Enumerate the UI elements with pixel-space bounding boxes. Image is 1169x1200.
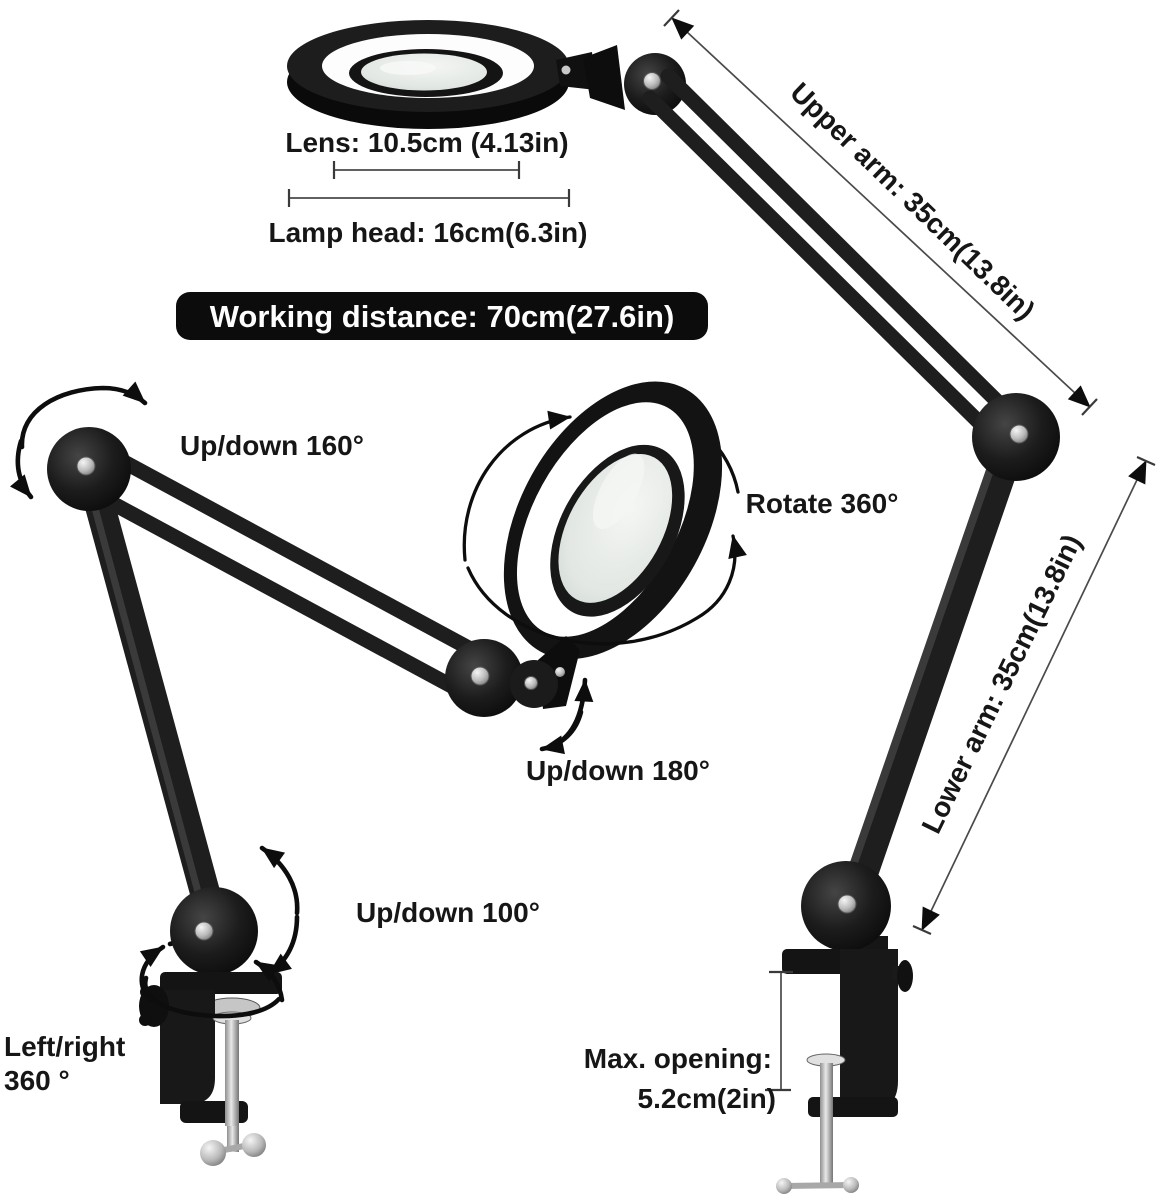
upper-arm-dimension-line <box>671 17 1091 408</box>
upper-arm-dimension: Upper arm: 35cm(13.8in) <box>663 9 1098 416</box>
lamp-head-dimension-label: Lamp head: 16cm(6.3in) <box>269 217 588 248</box>
upper-arm-dimension-label: Upper arm: 35cm(13.8in) <box>784 77 1041 326</box>
lower-arm-dimension: Lower arm: 35cm(13.8in) <box>912 455 1156 936</box>
max-opening-label-line1: Max. opening: <box>584 1043 772 1074</box>
updown-100-arrow-up <box>259 845 300 916</box>
right-screw-handle <box>783 1182 853 1189</box>
left-handle-ball-2 <box>242 1133 266 1157</box>
updown-160-label: Up/down 160° <box>180 430 364 461</box>
right-knob <box>897 960 913 992</box>
rotate-360-annotation: Rotate 360° <box>746 488 899 519</box>
left-clamp-column <box>160 990 215 1104</box>
left-base-joint-disc <box>170 887 258 975</box>
lower-arm-tick-start <box>1136 455 1156 467</box>
working-distance-label: Working distance: 70cm(27.6in) <box>210 299 675 334</box>
head-clip <box>583 45 625 110</box>
right-handle-ball-right <box>843 1177 859 1193</box>
left-upper-arm-bar1 <box>92 441 497 667</box>
right-clamp-column <box>840 949 898 1111</box>
wrist-screw-1 <box>470 666 490 686</box>
updown-180-annotation: Up/down 180° <box>526 677 710 786</box>
updown-160-annotation: Up/down 160° <box>10 381 364 500</box>
wrist-pin <box>555 667 565 677</box>
updown-160-arrow-top <box>19 381 148 450</box>
updown-100-label: Up/down 100° <box>356 897 540 928</box>
lower-arm-dimension-line <box>921 460 1147 931</box>
left-handle-ball-1 <box>200 1140 226 1166</box>
left-right-arc-front <box>142 975 282 1019</box>
hinge-pin <box>561 65 571 75</box>
left-right-arrow-right <box>253 959 285 1003</box>
wrist-screw-2 <box>524 676 538 690</box>
banner-background <box>176 292 708 340</box>
updown-160-arrow-bottom <box>10 438 34 500</box>
updown-180-arrow-down <box>539 709 584 755</box>
right-upper-arm-bar1 <box>660 68 1020 424</box>
max-opening-dimension: Max. opening: 5.2cm(2in) <box>584 970 793 1114</box>
left-clamp-top-plate <box>160 972 282 994</box>
updown-180-label: Up/down 180° <box>526 755 710 786</box>
left-upper-arm-bar2 <box>78 481 478 704</box>
lens-dimension: Lens: 10.5cm (4.13in) <box>285 127 569 179</box>
lens-highlight <box>380 61 436 75</box>
left-screw-shaft <box>225 1020 239 1126</box>
max-opening-label-line2: 5.2cm(2in) <box>638 1083 777 1114</box>
left-base-screw <box>194 921 214 941</box>
lens-dimension-label: Lens: 10.5cm (4.13in) <box>285 127 568 158</box>
left-right-label-line2: 360 ° <box>4 1065 70 1096</box>
head-joint-screw <box>643 72 661 90</box>
left-knob-lobe-2 <box>139 1014 151 1026</box>
left-right-label-line1: Left/right <box>4 1031 125 1062</box>
updown-100-arrow-down <box>266 914 300 977</box>
left-clamp <box>139 887 285 1166</box>
right-screw-shaft <box>820 1063 833 1185</box>
left-lamp-head <box>503 381 723 659</box>
lamp-head-dimension: Lamp head: 16cm(6.3in) <box>269 189 588 248</box>
upper-arm-tick-end <box>1081 398 1098 416</box>
left-lower-arm-bar <box>79 469 228 937</box>
working-distance-banner: Working distance: 70cm(27.6in) <box>176 292 708 340</box>
updown-100-annotation: Up/down 100° <box>259 845 540 977</box>
upper-arm-tick-start <box>663 9 680 27</box>
right-handle-ball-left <box>776 1178 792 1194</box>
rotate-orbit-front-bottom <box>466 534 747 646</box>
left-lens-glass <box>558 453 673 603</box>
left-right-360-annotation: Left/right 360 ° <box>4 1031 125 1096</box>
right-elbow-screw <box>1009 424 1029 444</box>
top-lamp-head <box>287 20 686 129</box>
right-clamp <box>776 949 913 1194</box>
lower-arm-tick-end <box>912 924 932 936</box>
right-knob-stem <box>892 966 901 980</box>
rotate-360-label: Rotate 360° <box>746 488 899 519</box>
left-lower-arm-highlight <box>84 478 209 922</box>
right-base-screw <box>837 894 857 914</box>
left-elbow-screw <box>76 456 96 476</box>
left-lens-highlight <box>592 453 645 530</box>
right-upper-arm-bar2 <box>642 90 1003 446</box>
rotate-orbit-front-left <box>462 410 572 562</box>
left-lamp <box>47 381 747 937</box>
